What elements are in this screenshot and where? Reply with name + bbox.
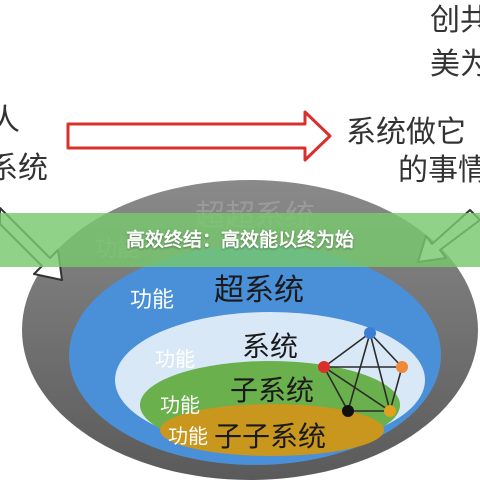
left-text-2: 系统 (0, 151, 48, 186)
blue-title: 超系统 (214, 273, 304, 308)
right-top-text-2: 美为 (430, 47, 480, 82)
orange-node (396, 361, 408, 373)
orange-ellipse (160, 404, 384, 456)
light-function: 功能 (155, 347, 195, 371)
orange-function: 功能 (168, 424, 208, 448)
green-title: 子系统 (230, 374, 314, 407)
orange-title: 子子系统 (214, 420, 326, 453)
green-function: 功能 (160, 393, 200, 417)
light-title: 系统 (242, 330, 298, 363)
right-text-2: 的事情 (398, 153, 480, 188)
blue-node (364, 327, 376, 339)
right-top-text-1: 创共 (430, 3, 480, 38)
black-node (342, 405, 354, 417)
blue-function: 功能 (130, 288, 174, 313)
left-text-1: 人 (0, 103, 20, 138)
banner-title: 高效终结：高效能以终为始 (125, 229, 354, 251)
right-text-1: 系统做它 (346, 115, 466, 150)
red-node (318, 361, 330, 373)
title-banner (0, 213, 480, 267)
amber-node (384, 405, 396, 417)
network-edges (323, 332, 403, 412)
red-arrow (66, 110, 332, 162)
